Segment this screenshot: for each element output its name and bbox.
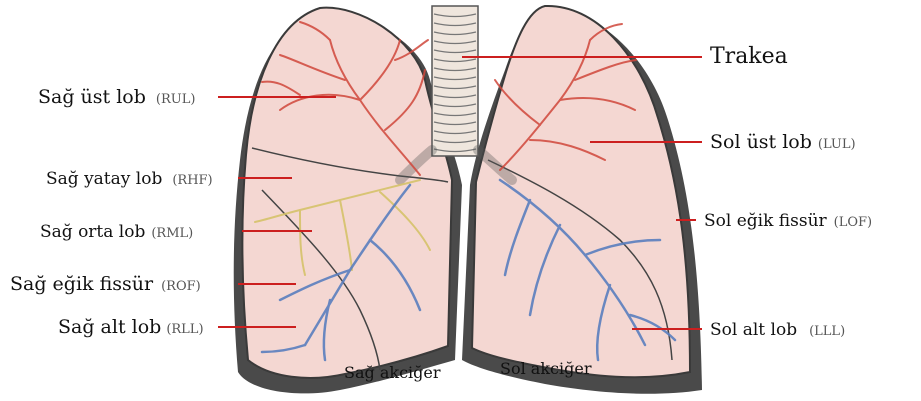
label-rml: Sağ orta lob (RML) [40, 222, 193, 242]
label-rhf: Sağ yatay lob (RHF) [46, 169, 213, 189]
label-lof: Sol eğik fissür (LOF) [704, 211, 872, 231]
label-lll: Sol alt lob (LLL) [710, 320, 845, 340]
left-lung [472, 6, 690, 377]
label-lul: Sol üst lob (LUL) [710, 131, 856, 153]
label-rul: Sağ üst lob (RUL) [38, 86, 195, 108]
label-right-lung: Sağ akciğer [344, 363, 441, 382]
label-trakea: Trakea [710, 44, 788, 69]
label-left-lung: Sol akciğer [500, 359, 592, 378]
label-rof: Sağ eğik fissür (ROF) [10, 273, 201, 295]
label-rll: Sağ alt lob (RLL) [58, 316, 204, 338]
